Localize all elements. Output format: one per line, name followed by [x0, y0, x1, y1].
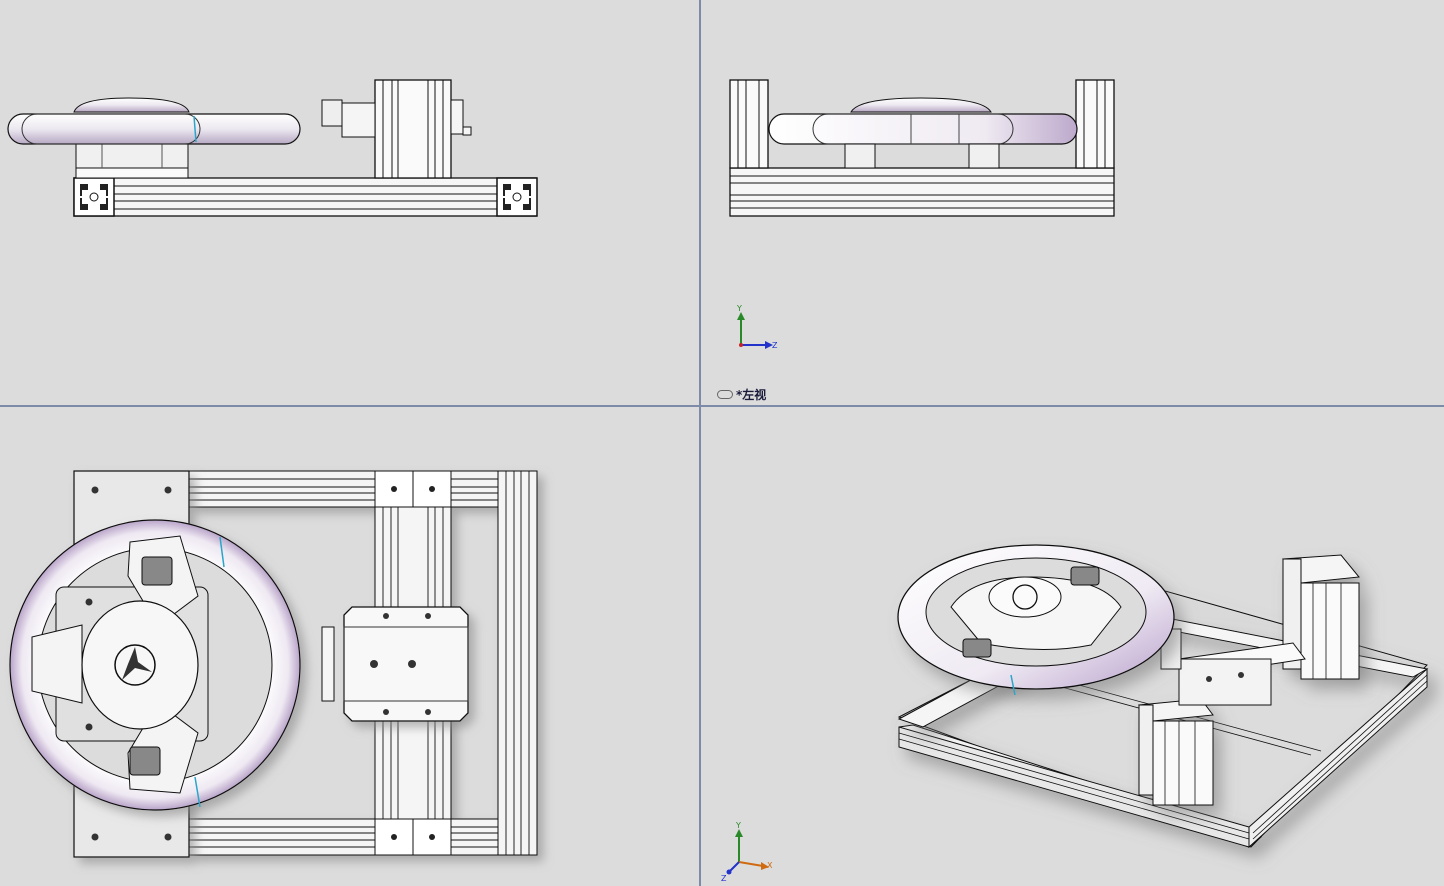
viewport-horizontal-splitter[interactable]	[0, 405, 1444, 407]
triad-z-label: Z	[772, 341, 778, 350]
profile-end-left	[73, 177, 115, 217]
left-view-viewport[interactable]: Y Z	[701, 0, 1444, 405]
left-view-drawing: Y Z	[729, 79, 1115, 350]
front-view-drawing	[7, 79, 538, 217]
triad-y-label: Y	[736, 304, 742, 313]
link-view-icon	[717, 390, 733, 399]
triad-iso-z-label: Z	[721, 874, 727, 883]
isometric-view-drawing: Y X Z	[721, 544, 1429, 883]
triad-iso-y-label: Y	[735, 821, 741, 830]
top-view-viewport[interactable]	[0, 407, 699, 886]
top-view-drawing	[9, 470, 538, 858]
axis-triad-iso	[726, 829, 769, 875]
triad-iso-x-label: X	[767, 861, 773, 870]
steering-wheel-top	[9, 519, 301, 811]
profile-end-right	[496, 177, 538, 217]
front-view-viewport[interactable]	[0, 0, 699, 405]
steering-wheel-iso	[897, 544, 1175, 696]
viewport-vertical-splitter[interactable]	[699, 0, 701, 886]
view-name-label: *左视	[717, 386, 766, 403]
isometric-view-viewport[interactable]: Y X Z	[701, 407, 1444, 886]
view-name-text: *左视	[736, 388, 767, 402]
axis-triad-left	[737, 312, 773, 349]
